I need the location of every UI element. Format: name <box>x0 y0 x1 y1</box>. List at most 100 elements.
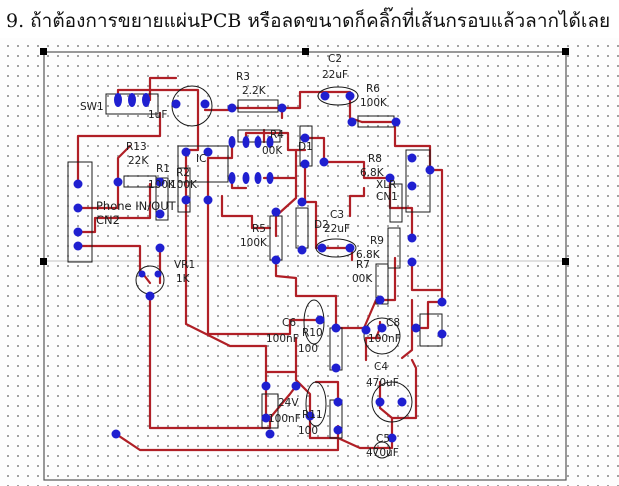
label-c8: C8 <box>386 317 400 329</box>
label-c5: C5 <box>376 433 390 445</box>
pad-r13-2[interactable] <box>155 177 165 187</box>
instruction-caption: 9. ถ้าต้องการขยายแผ่นPCB หรือลดขนาดก็คลิ… <box>6 10 611 32</box>
pad-d2-1[interactable] <box>297 197 307 207</box>
pad-r8-1[interactable] <box>385 173 395 183</box>
pad-c7-1[interactable] <box>305 411 315 421</box>
label-r4-value: 00K <box>262 145 283 157</box>
pad-vr1-3[interactable] <box>154 270 162 278</box>
pads <box>73 91 447 443</box>
pad-power-1[interactable] <box>437 297 447 307</box>
pad-vr1-1[interactable] <box>145 291 155 301</box>
label-cn2: CN2 <box>96 213 120 227</box>
pad-ic-row-top[interactable] <box>228 136 274 148</box>
pad-r2-3[interactable] <box>203 195 213 205</box>
pad-c3-1[interactable] <box>317 243 327 253</box>
pad-c8-1[interactable] <box>361 325 371 335</box>
label-r2: R2 <box>176 167 190 179</box>
pad-r1-1[interactable] <box>155 209 165 219</box>
pad-r4-2[interactable] <box>319 157 329 167</box>
pad-24v-3[interactable] <box>291 381 301 391</box>
pad-r2-1[interactable] <box>181 147 191 157</box>
pad-r6-2[interactable] <box>391 117 401 127</box>
label-c2-value: 22uF <box>322 69 348 81</box>
24v-connector-outline <box>261 393 279 429</box>
pad-c7-2[interactable] <box>265 429 275 439</box>
c4-outline <box>371 381 413 423</box>
label-r9-value: 6.8K <box>356 249 381 261</box>
pad-cn2-2[interactable] <box>73 203 83 213</box>
pcb-layout-canvas[interactable]: SW1 R3 2.2K C2 22uF R6 100K 1uF R13 22K … <box>0 38 619 486</box>
resize-handle-top-left[interactable] <box>40 48 47 55</box>
pad-d2-2[interactable] <box>297 245 307 255</box>
pad-c3-2[interactable] <box>345 243 355 253</box>
label-c4: C4 <box>374 361 388 373</box>
pad-vr1-2[interactable] <box>138 270 146 278</box>
pad-r2-4[interactable] <box>181 195 191 205</box>
pad-c2-2[interactable] <box>345 91 355 101</box>
pad-power-2[interactable] <box>437 329 447 339</box>
label-c4-value: 470uF <box>366 377 399 389</box>
pad-r5-2[interactable] <box>271 255 281 265</box>
label-c8-value: 100nF <box>368 333 401 345</box>
pad-c5-1[interactable] <box>387 433 397 443</box>
pad-r3-2[interactable] <box>277 103 287 113</box>
pad-d1-1[interactable] <box>300 133 310 143</box>
label-xlr: XLR <box>376 179 396 191</box>
pad-cn1-3[interactable] <box>407 181 417 191</box>
pad-r13-1[interactable] <box>113 177 123 187</box>
pad-r2-2[interactable] <box>203 147 213 157</box>
pad-ground-1[interactable] <box>111 429 121 439</box>
label-r13-value: 22K <box>128 155 149 167</box>
pad-cn2-4[interactable] <box>73 241 83 251</box>
pad-r10-2[interactable] <box>331 363 341 373</box>
pad-power-3[interactable] <box>411 323 421 333</box>
r9-outline <box>387 227 401 269</box>
label-c3: C3 <box>330 209 344 221</box>
pad-r9-1[interactable] <box>407 233 417 243</box>
resize-handle-top[interactable] <box>302 48 309 55</box>
label-c6-value: 100nF <box>266 333 299 345</box>
pad-sw1[interactable] <box>114 93 150 107</box>
board-outline[interactable] <box>40 48 569 481</box>
pad-r5-1[interactable] <box>271 207 281 217</box>
pad-c4-2[interactable] <box>397 397 407 407</box>
pad-r6-1[interactable] <box>347 117 357 127</box>
pad-c8-2[interactable] <box>377 323 387 333</box>
pad-24v-2[interactable] <box>261 413 271 423</box>
label-c6: C6 <box>282 317 296 329</box>
label-c2: C2 <box>328 53 342 65</box>
pad-cn2-3[interactable] <box>73 227 83 237</box>
pad-r9-2[interactable] <box>407 257 417 267</box>
pad-ic-row-bottom[interactable] <box>228 172 274 184</box>
pad-r1-2[interactable] <box>155 243 165 253</box>
pad-cn1-2[interactable] <box>425 165 435 175</box>
c8-outline <box>363 317 401 355</box>
pad-24v-1[interactable] <box>261 381 271 391</box>
pad-c1-1[interactable] <box>171 99 181 109</box>
label-r8-value: 6.8K <box>360 167 385 179</box>
pad-c4-1[interactable] <box>375 397 385 407</box>
cn1-outline <box>405 149 431 213</box>
pad-cn2-1[interactable] <box>73 179 83 189</box>
pad-d1-2[interactable] <box>300 159 310 169</box>
pad-r3-1[interactable] <box>227 103 237 113</box>
resize-handle-right[interactable] <box>562 258 569 265</box>
label-c7-value: 100nF <box>268 413 301 425</box>
pad-c6-1[interactable] <box>315 315 325 325</box>
label-r6-value: 100K <box>360 97 388 109</box>
label-sw1: SW1 <box>80 101 104 113</box>
silkscreen-labels: SW1 R3 2.2K C2 22uF R6 100K 1uF R13 22K … <box>80 53 401 459</box>
pcb-drawing[interactable]: SW1 R3 2.2K C2 22uF R6 100K 1uF R13 22K … <box>0 38 619 486</box>
label-r9: R9 <box>370 235 384 247</box>
label-vr1: VR1 <box>174 259 195 271</box>
pad-cn1-1[interactable] <box>407 153 417 163</box>
resize-handle-top-right[interactable] <box>562 48 569 55</box>
pad-r11-1[interactable] <box>333 397 343 407</box>
pad-r10-1[interactable] <box>331 323 341 333</box>
pad-r11-2[interactable] <box>333 425 343 435</box>
pad-r7-2[interactable] <box>375 295 385 305</box>
resize-handle-left[interactable] <box>40 258 47 265</box>
pad-c1-2[interactable] <box>200 99 210 109</box>
pad-c2-1[interactable] <box>320 91 330 101</box>
label-r3-value: 2.2K <box>242 85 267 97</box>
